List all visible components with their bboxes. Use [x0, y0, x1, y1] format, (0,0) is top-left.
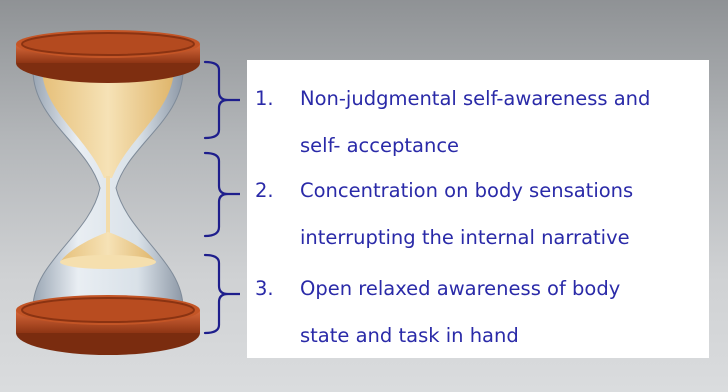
item-number: 3. [255, 277, 274, 300]
bottom-cap-rim [21, 297, 195, 323]
brackets [203, 60, 240, 335]
bottom-sand [60, 232, 156, 262]
item-text-line: Non-judgmental self-awareness and [300, 87, 651, 110]
item-text-line: Open relaxed awareness of body [300, 277, 621, 300]
item-text-line: interrupting the internal narrative [300, 226, 630, 249]
hourglass-icon [16, 30, 240, 355]
item-number: 1. [255, 87, 274, 110]
item-text-line: self- acceptance [300, 134, 460, 157]
bracket-1 [203, 60, 240, 140]
bracket-3 [203, 253, 240, 335]
item-number: 2. [255, 179, 274, 202]
top-sand [42, 70, 174, 178]
text-box: 1. Non-judgmental self-awareness and sel… [247, 60, 709, 358]
top-cap-rim [21, 32, 195, 56]
item-text-line: Concentration on body sensations [300, 179, 634, 202]
bracket-2 [203, 151, 240, 238]
bottom-sand-top [60, 255, 156, 269]
item-text-line: state and task in hand [300, 324, 519, 347]
sand-stream [106, 176, 110, 250]
